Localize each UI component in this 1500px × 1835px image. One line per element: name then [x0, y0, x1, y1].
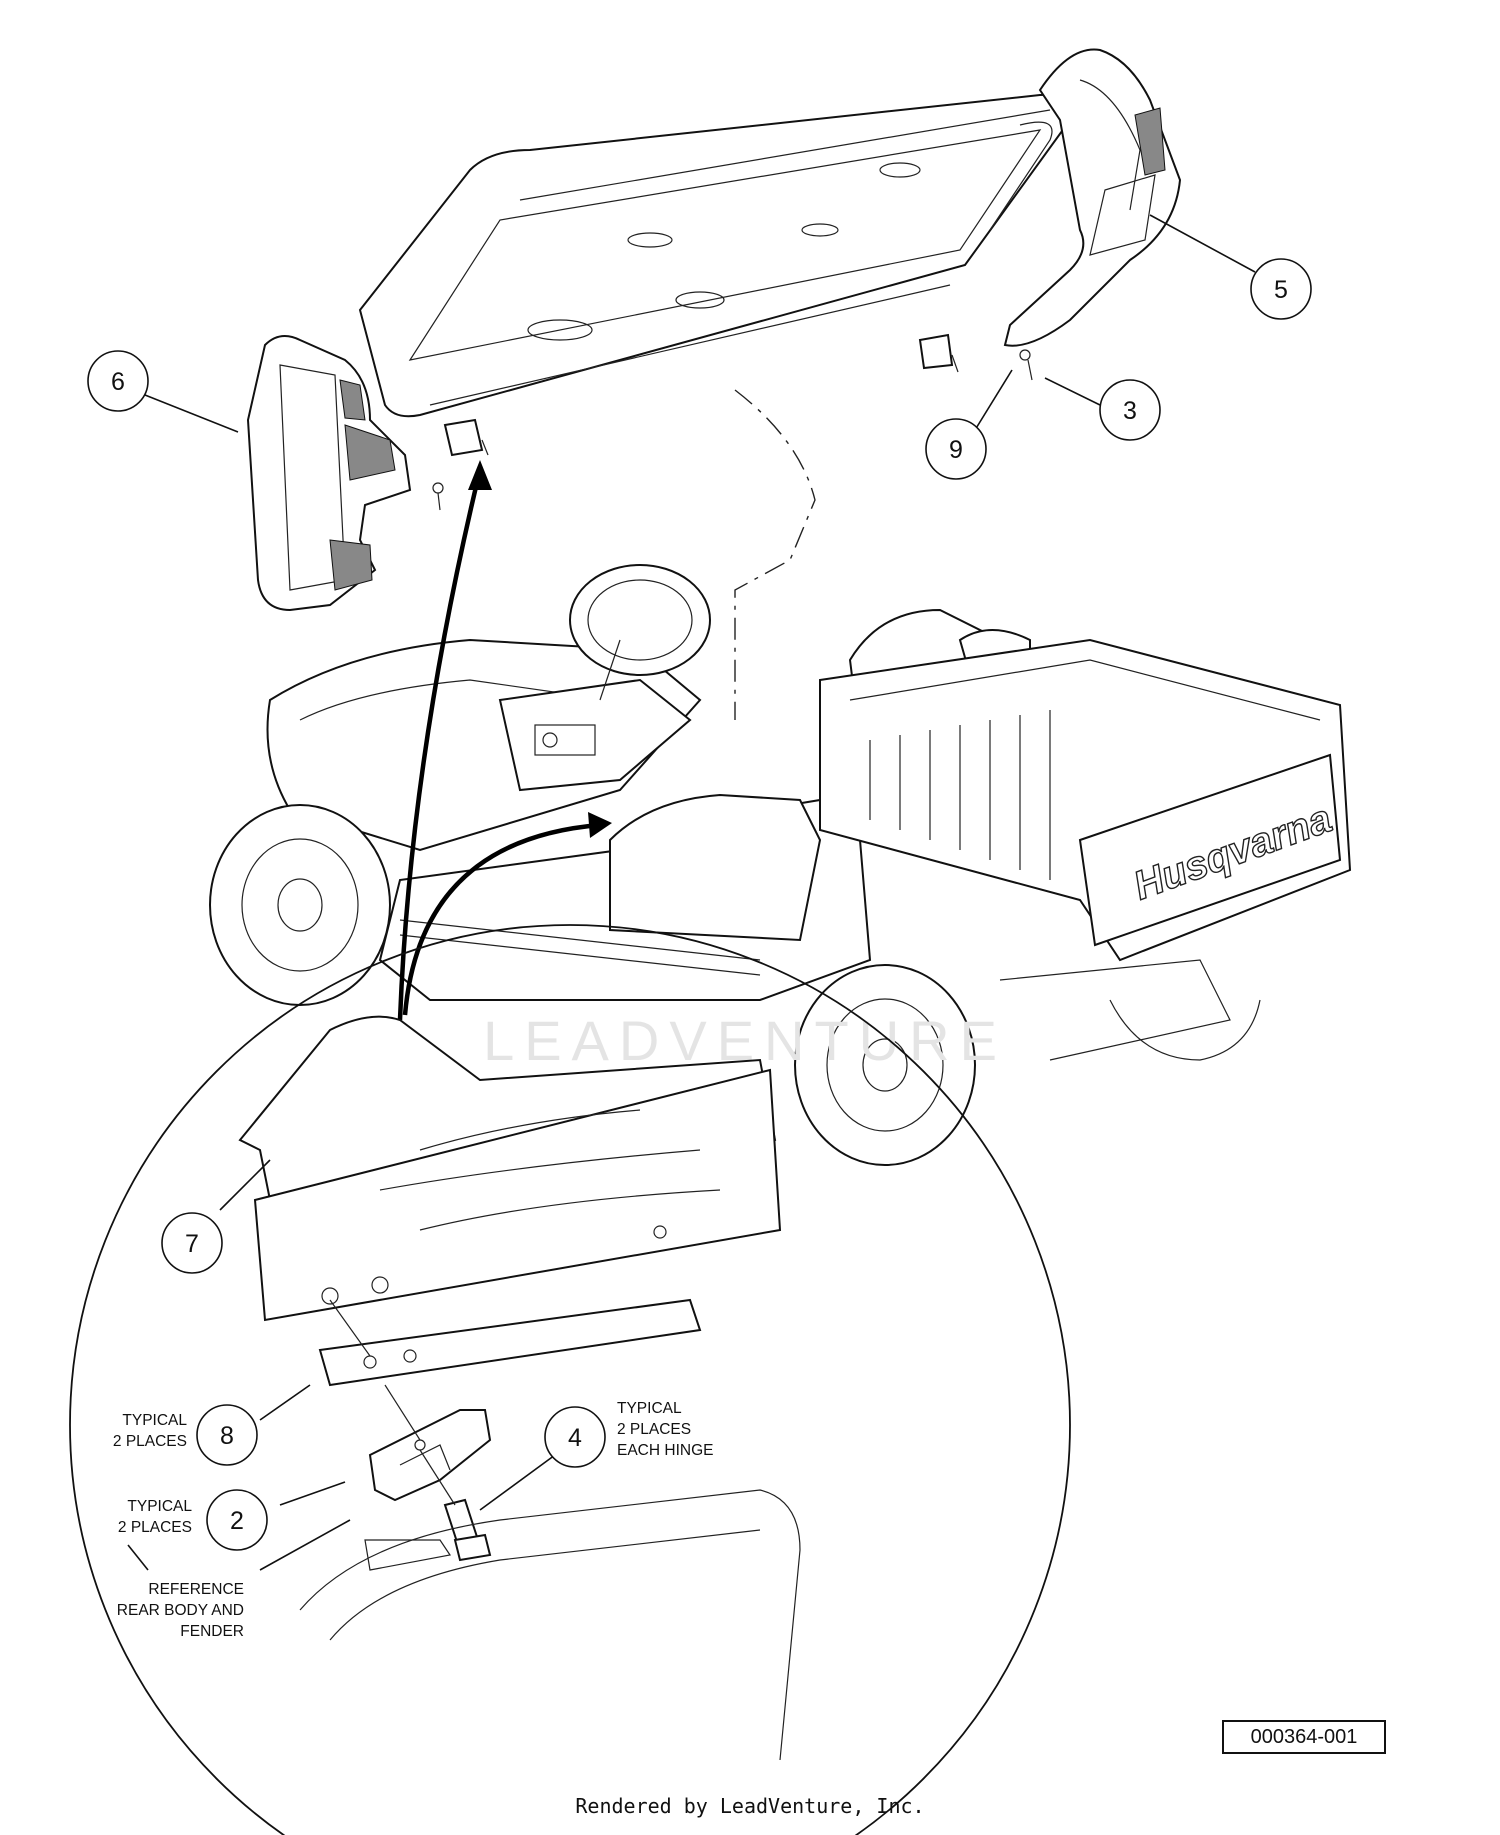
note-typical-2-places-8: TYPICAL 2 PLACES	[113, 1412, 187, 1450]
svg-text:6: 6	[111, 368, 125, 396]
svg-text:9: 9	[949, 436, 963, 464]
svg-text:TYPICAL: TYPICAL	[617, 1400, 682, 1417]
svg-text:REAR BODY AND: REAR BODY AND	[117, 1602, 244, 1619]
svg-text:2 PLACES: 2 PLACES	[113, 1433, 187, 1450]
note-typical-2-places-2: TYPICAL 2 PLACES	[118, 1498, 192, 1536]
detail-circle	[69, 924, 1071, 1835]
callout-6: 6	[87, 350, 149, 412]
svg-text:2: 2	[230, 1507, 244, 1535]
callout-2: 2	[206, 1489, 268, 1551]
utility-vehicle	[209, 564, 1352, 1166]
canopy-top	[358, 93, 1072, 418]
callout-4: 4	[544, 1406, 606, 1468]
detail-view	[69, 924, 1071, 1835]
svg-text:TYPICAL: TYPICAL	[122, 1412, 187, 1429]
svg-text:5: 5	[1274, 276, 1288, 304]
centerline	[734, 389, 816, 720]
callout-8: 8	[196, 1404, 258, 1466]
assembly-arrows	[397, 460, 612, 1021]
svg-text:3: 3	[1123, 397, 1137, 425]
svg-text:REFERENCE: REFERENCE	[148, 1581, 244, 1598]
svg-text:TYPICAL: TYPICAL	[127, 1498, 192, 1515]
svg-text:8: 8	[220, 1422, 234, 1450]
svg-text:4: 4	[568, 1424, 582, 1452]
arrow-head-right	[588, 812, 612, 838]
canopy-hinges	[432, 333, 1033, 511]
svg-text:2 PLACES: 2 PLACES	[118, 1519, 192, 1536]
footer-credit: Rendered by LeadVenture, Inc.	[575, 1794, 925, 1818]
note-reference-rear-body: REFERENCE REAR BODY AND FENDER	[117, 1581, 244, 1640]
callout-9: 9	[925, 418, 987, 480]
right-support-strut	[1003, 48, 1182, 347]
callout-3: 3	[1099, 379, 1161, 441]
callout-7: 7	[161, 1212, 223, 1274]
left-support-strut	[246, 335, 412, 612]
svg-text:7: 7	[185, 1230, 199, 1258]
leader-lines	[127, 214, 1256, 1571]
svg-text:2 PLACES: 2 PLACES	[617, 1421, 691, 1438]
drawing-number: 000364-001	[1222, 1720, 1386, 1754]
note-typical-each-hinge: TYPICAL 2 PLACES EACH HINGE	[617, 1400, 713, 1459]
svg-text:EACH HINGE: EACH HINGE	[617, 1442, 713, 1459]
svg-text:FENDER: FENDER	[180, 1623, 244, 1640]
callout-5: 5	[1250, 258, 1312, 320]
arrow-head-left	[468, 460, 492, 490]
